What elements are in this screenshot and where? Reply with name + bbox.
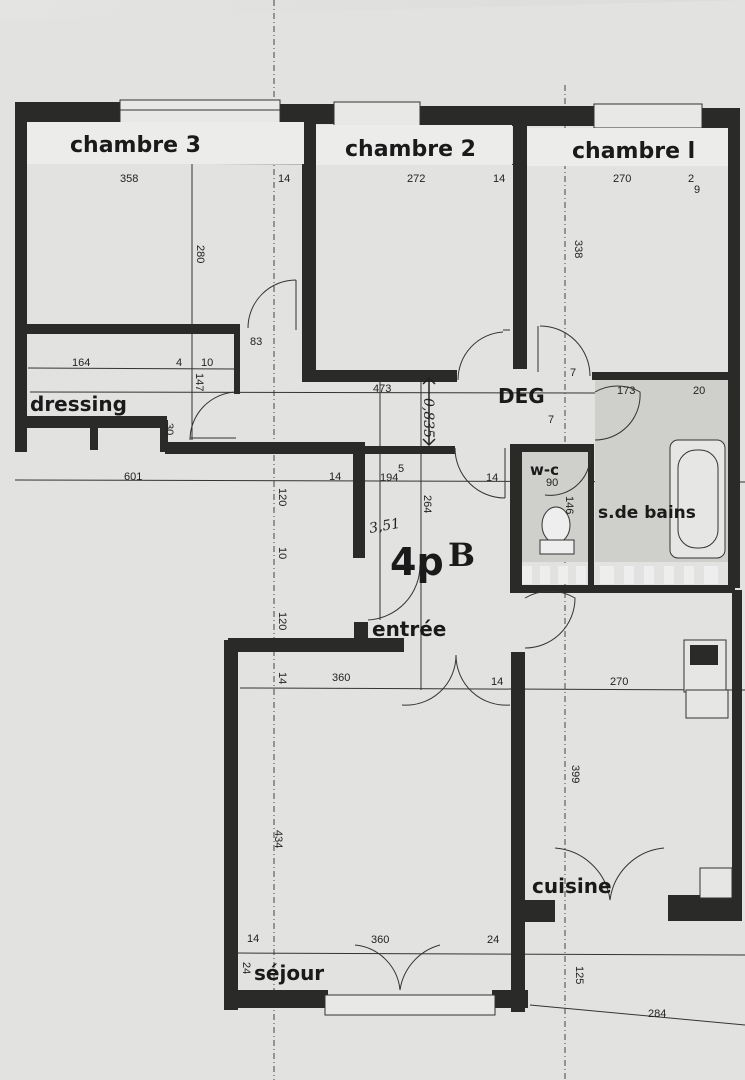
svg-text:280: 280 (194, 245, 206, 263)
bathroom-fill (522, 380, 728, 584)
svg-text:90: 90 (546, 477, 558, 489)
svg-text:146: 146 (563, 496, 575, 514)
svg-text:24: 24 (240, 962, 252, 974)
svg-text:125: 125 (573, 966, 585, 984)
handwritten-corridor-width: 0,835 (420, 398, 436, 438)
svg-text:270: 270 (613, 173, 631, 185)
svg-text:164: 164 (72, 357, 90, 369)
svg-text:473: 473 (373, 383, 391, 395)
plan-code: 4p (390, 540, 444, 584)
label-dressing: dressing (30, 392, 127, 416)
svg-text:24: 24 (487, 934, 499, 946)
svg-text:14: 14 (329, 471, 341, 483)
svg-text:10: 10 (201, 357, 213, 369)
svg-text:14: 14 (247, 933, 259, 945)
svg-text:194: 194 (380, 472, 398, 484)
svg-text:601: 601 (124, 471, 142, 483)
svg-text:9: 9 (694, 184, 700, 196)
svg-text:7: 7 (570, 367, 576, 379)
label-sejour: séjour (254, 961, 324, 985)
label-chambre2: chambre 2 (345, 137, 476, 162)
svg-text:30: 30 (163, 423, 175, 435)
svg-text:14: 14 (278, 173, 290, 185)
svg-text:358: 358 (120, 173, 138, 185)
dimensions: 358 14 280 272 14 270 2 9 338 164 4 10 1… (72, 173, 705, 1020)
label-chambre3: chambre 3 (70, 133, 201, 158)
label-chambre1: chambre l (572, 139, 695, 164)
svg-text:360: 360 (332, 672, 350, 684)
svg-text:14: 14 (491, 676, 503, 688)
svg-text:270: 270 (610, 676, 628, 688)
svg-text:5: 5 (398, 463, 404, 475)
svg-text:120: 120 (276, 488, 288, 506)
svg-text:10: 10 (276, 547, 288, 559)
svg-text:83: 83 (250, 336, 262, 348)
svg-text:399: 399 (569, 765, 581, 783)
svg-text:284: 284 (648, 1008, 666, 1020)
windows (119, 99, 703, 1016)
svg-text:338: 338 (572, 240, 584, 258)
svg-text:173: 173 (617, 385, 635, 397)
svg-text:434: 434 (272, 830, 284, 848)
label-cuisine: cuisine (532, 874, 612, 898)
svg-text:272: 272 (407, 173, 425, 185)
svg-text:2: 2 (688, 173, 694, 185)
svg-text:264: 264 (421, 495, 433, 513)
label-entree: entrée (372, 617, 446, 641)
label-wc: w-c (530, 461, 559, 479)
svg-text:7: 7 (548, 414, 554, 426)
svg-text:14: 14 (493, 173, 505, 185)
svg-text:20: 20 (693, 385, 705, 397)
kitchen-fixtures (683, 639, 733, 899)
walls (15, 102, 742, 1012)
svg-text:147: 147 (193, 373, 205, 391)
plan-code-suffix: B (448, 536, 475, 574)
svg-text:120: 120 (276, 612, 288, 630)
label-bains: s.de bains (598, 503, 696, 523)
svg-text:4: 4 (176, 357, 182, 369)
svg-text:14: 14 (276, 672, 288, 684)
label-deg: DEG (498, 384, 545, 408)
handwritten-entree-length: 3,51 (368, 516, 401, 537)
svg-text:14: 14 (486, 472, 498, 484)
room-labels: chambre 3 chambre 2 chambre l dressing D… (30, 133, 696, 985)
doors (189, 279, 665, 991)
svg-text:360: 360 (371, 934, 389, 946)
